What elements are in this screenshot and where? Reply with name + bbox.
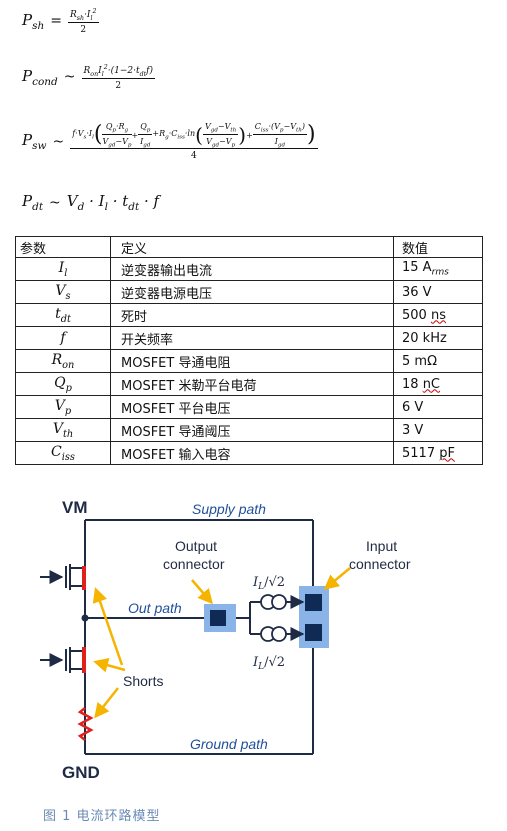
pointer-arrows: [92, 567, 351, 719]
output-connector-icon: [210, 610, 226, 626]
definition-cell: 逆变器输出电流: [110, 257, 394, 281]
psh-lhs: Psh: [22, 10, 45, 32]
value-cell: 5117 pF: [393, 441, 483, 465]
table-row: Vth MOSFET 导通阈压 3 V: [15, 418, 483, 442]
ground-path-label: Ground path: [190, 736, 268, 752]
definition-cell: 开关频率: [110, 326, 394, 350]
table-header-row: 参数 定义 数值: [15, 236, 483, 258]
svg-text:IL/√2: IL/√2: [252, 575, 285, 592]
definition-cell: MOSFET 米勒平台电荷: [110, 372, 394, 396]
high-side-mosfet-icon: [40, 564, 86, 590]
current-label-bottom: IL/√2: [252, 655, 285, 672]
definition-cell: MOSFET 输入电容: [110, 441, 394, 465]
symbol-cell: Ron: [15, 349, 111, 373]
value-cell: 15 Arms: [393, 257, 483, 281]
value-cell: 500 ns: [393, 303, 483, 327]
table-row: Ron MOSFET 导通电阻 5 mΩ: [15, 349, 483, 373]
table-row: Vp MOSFET 平台电压 6 V: [15, 395, 483, 419]
table-row: tdt 死时 500 ns: [15, 303, 483, 327]
figure-caption: 图 1 电流环路模型: [43, 809, 161, 824]
value-cell: 20 kHz: [393, 326, 483, 350]
symbol-cell: Il: [15, 257, 111, 281]
definition-cell: MOSFET 平台电压: [110, 395, 394, 419]
pdt-rhs: Vd · Il · tdt · f: [66, 192, 160, 213]
symbol-cell: tdt: [15, 303, 111, 327]
table-row: Il 逆变器输出电流 15 Arms: [15, 257, 483, 281]
output-connector-label-line2: connector: [163, 556, 225, 572]
table-row: Vs 逆变器电源电压 36 V: [15, 280, 483, 304]
pdt-lhs: Pdt: [22, 192, 44, 213]
table-row: Qp MOSFET 米勒平台电荷 18 nC: [15, 372, 483, 396]
definition-cell: MOSFET 导通电阻: [110, 349, 394, 373]
definition-cell: 死时: [110, 303, 394, 327]
table-row: f 开关频率 20 kHz: [15, 326, 483, 350]
psh-fraction: Rsh·Il2 2: [67, 8, 99, 35]
psw-lhs: Psw: [22, 131, 47, 153]
output-connector-label-line1: Output: [175, 538, 217, 554]
equation-pdt: Pdt ~ Vd · Il · tdt · f: [22, 192, 159, 213]
parameter-table: 参数 定义 数值 Il 逆变器输出电流 15 Arms Vs 逆变器电源电压 3…: [15, 236, 483, 465]
input-connector-icon-1: [305, 594, 322, 611]
value-cell: 36 V: [393, 280, 483, 304]
pcond-lhs: Pcond: [22, 66, 58, 88]
value-cell: 6 V: [393, 395, 483, 419]
psh-relation: =: [50, 13, 62, 30]
vm-label: VM: [62, 498, 88, 517]
table-row: Ciss MOSFET 输入电容 5117 pF: [15, 441, 483, 465]
supply-path-label: Supply path: [192, 501, 266, 517]
symbol-cell: Qp: [15, 372, 111, 396]
symbol-cell: Ciss: [15, 441, 111, 465]
gnd-label: GND: [62, 763, 100, 782]
equation-psh: Psh = Rsh·Il2 2: [22, 8, 99, 35]
header-param: 参数: [15, 236, 111, 258]
current-label-top: IL/√2: [252, 575, 285, 592]
header-definition: 定义: [110, 236, 394, 258]
shorts-label: Shorts: [123, 673, 163, 689]
out-path-label: Out path: [128, 600, 182, 616]
pcond-relation: ~: [63, 69, 76, 86]
equation-pcond: Pcond ~ RonIl2·(1−2·tdtf) 2: [22, 64, 155, 91]
input-connector-label-line2: connector: [349, 556, 411, 572]
junction-node: [81, 614, 89, 622]
shunt-resistor-icon: [77, 707, 94, 741]
value-cell: 18 nC: [393, 372, 483, 396]
current-source-icon-2: [260, 626, 287, 642]
input-connector-label-line1: Input: [366, 538, 397, 554]
input-connector-icon-2: [305, 624, 322, 641]
low-side-mosfet-icon: [40, 647, 86, 673]
header-value: 数值: [393, 236, 483, 258]
current-source-icon-1: [260, 594, 287, 610]
pcond-fraction: RonIl2·(1−2·tdtf) 2: [81, 64, 155, 91]
definition-cell: 逆变器电源电压: [110, 280, 394, 304]
symbol-cell: Vp: [15, 395, 111, 419]
svg-text:IL/√2: IL/√2: [252, 655, 285, 672]
value-cell: 3 V: [393, 418, 483, 442]
split-wires: [236, 595, 305, 641]
symbol-cell: Vth: [15, 418, 111, 442]
symbol-cell: f: [15, 326, 111, 350]
symbol-cell: Vs: [15, 280, 111, 304]
definition-cell: MOSFET 导通阈压: [110, 418, 394, 442]
value-cell: 5 mΩ: [393, 349, 483, 373]
psw-relation: ~: [52, 133, 65, 150]
current-loop-diagram: VM GND Supply path Out path Ground path …: [40, 498, 411, 782]
pdt-relation: ~: [49, 194, 61, 211]
